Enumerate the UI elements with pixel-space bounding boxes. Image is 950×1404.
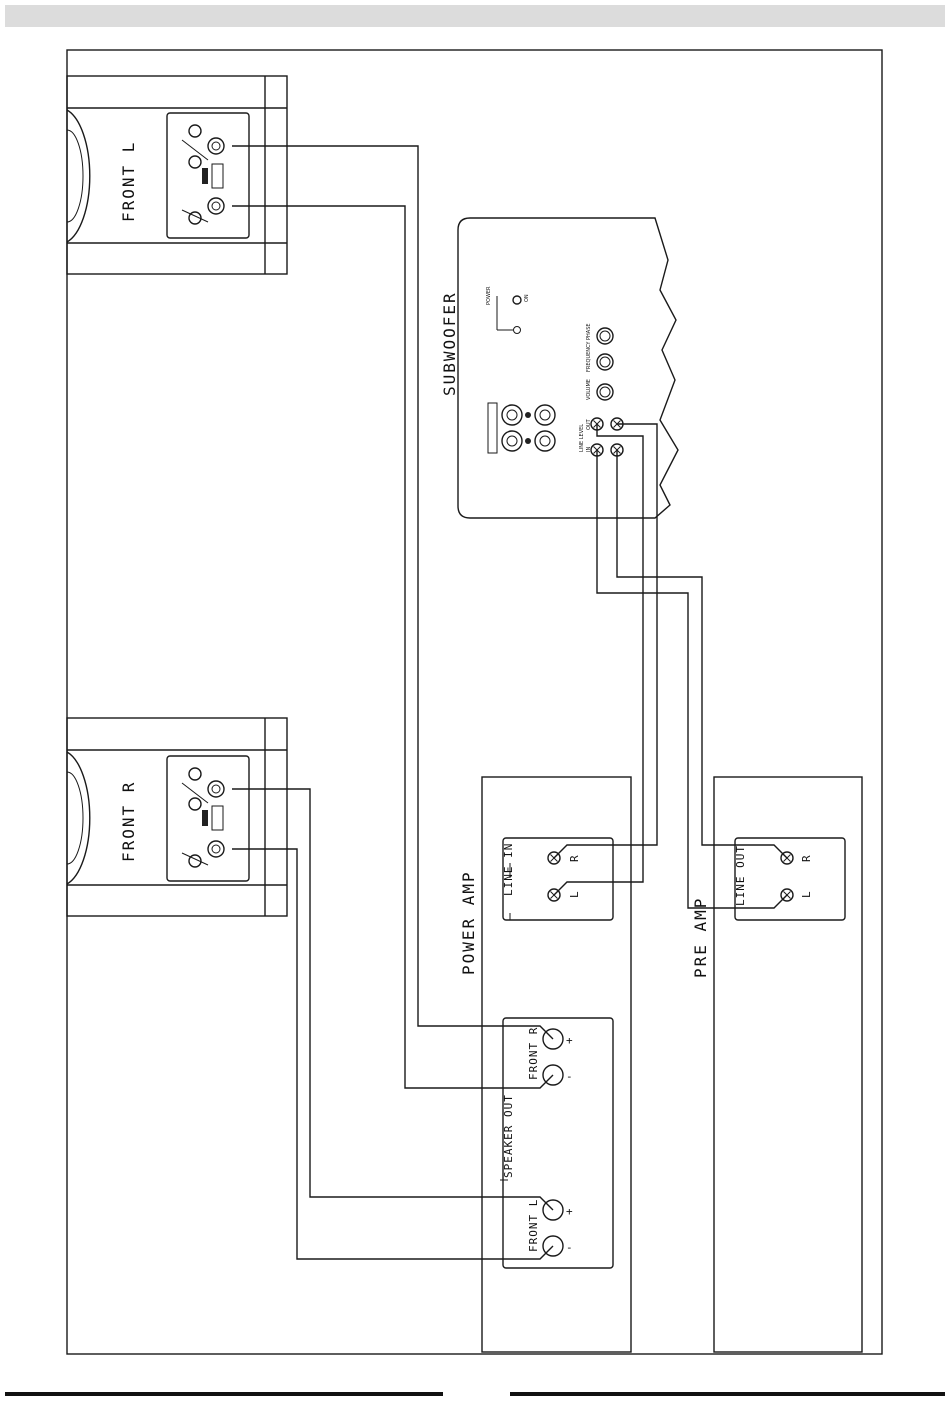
svg-text:SUBWOOFER: SUBWOOFER	[440, 291, 459, 396]
svg-text:-: -	[566, 1241, 574, 1254]
svg-text:ON: ON	[524, 294, 530, 302]
svg-text:VOLUME: VOLUME	[586, 379, 592, 400]
svg-text:+: +	[566, 1205, 574, 1218]
pre-amp-unit: LINE OUT R L PRE AMP	[691, 777, 862, 1352]
svg-text:OUT: OUT	[586, 418, 592, 430]
svg-text:-: -	[566, 1070, 574, 1083]
wires	[232, 146, 787, 1259]
svg-text:LINE IN: LINE IN	[502, 843, 515, 896]
front-r-speaker: FRONT R	[67, 718, 287, 916]
svg-text:L: L	[800, 890, 813, 898]
svg-text:LINE LEVEL: LINE LEVEL	[579, 424, 585, 452]
svg-text:PRE AMP: PRE AMP	[691, 897, 710, 978]
svg-text:FRONT R: FRONT R	[527, 1027, 540, 1080]
subwoofer-label: SUBWOOFER	[440, 291, 459, 396]
bottom-rule-left	[5, 1392, 443, 1396]
svg-text:FRONT L: FRONT L	[527, 1199, 540, 1252]
front-r-label: FRONT R	[119, 781, 138, 862]
bottom-rule-right	[510, 1392, 945, 1396]
svg-text:POWER: POWER	[486, 286, 492, 305]
diagram-frame	[67, 50, 882, 1354]
svg-text:L: L	[568, 890, 581, 898]
power-amp-label: POWER AMP	[459, 870, 478, 975]
pre-amp-label: PRE AMP	[691, 897, 710, 978]
front-l-label: FRONT L	[119, 141, 138, 222]
power-amp-line-in-box	[503, 838, 613, 920]
svg-text:R: R	[800, 854, 813, 862]
svg-text:+: +	[566, 1034, 574, 1047]
svg-text:R: R	[568, 854, 581, 862]
svg-text:LINE OUT: LINE OUT	[734, 845, 747, 906]
svg-text:IN: IN	[586, 447, 592, 452]
front-l-speaker: FRONT L	[67, 76, 287, 274]
svg-text:FREQUENCY: FREQUENCY	[586, 341, 592, 372]
power-amp-speaker-out-box	[503, 1018, 613, 1268]
svg-text:PHASE: PHASE	[586, 323, 592, 340]
power-amp-unit: LINE IN R L SPEAKER OUT FRONT R FRONT L …	[459, 777, 631, 1352]
svg-text:SPEAKER OUT: SPEAKER OUT	[502, 1094, 515, 1178]
svg-text:FRONT R: FRONT R	[119, 781, 138, 862]
svg-text:FRONT L: FRONT L	[119, 141, 138, 222]
svg-text:POWER AMP: POWER AMP	[459, 870, 478, 975]
